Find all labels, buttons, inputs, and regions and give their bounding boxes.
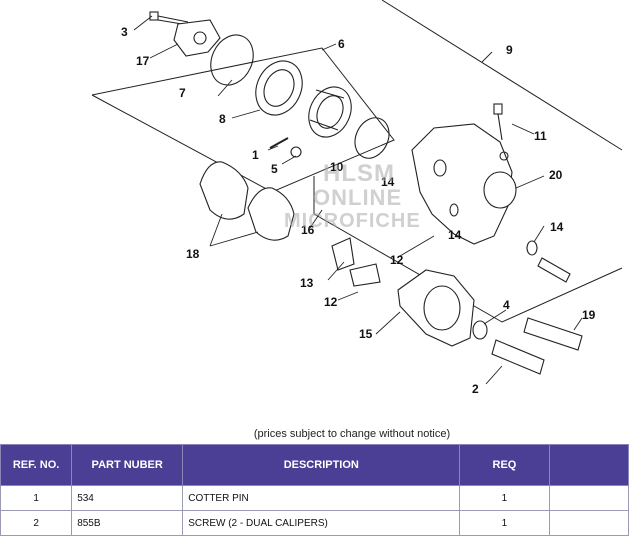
housing-bracket-top xyxy=(381,0,623,151)
piston-part xyxy=(308,86,352,138)
diagram-drawing xyxy=(91,0,623,385)
cell-ref: 1 xyxy=(0,485,73,511)
bushing-part xyxy=(349,263,381,287)
callout-2: 2 xyxy=(472,382,479,396)
callout-11: 11 xyxy=(534,129,547,143)
bolt-19-part xyxy=(523,317,583,351)
callout-12-lower: 12 xyxy=(324,295,338,309)
watermark-line-3: MICROFICHE xyxy=(284,210,421,232)
cotter-pin-part xyxy=(269,137,289,149)
brake-pad-part xyxy=(199,161,249,220)
callout-16: 16 xyxy=(301,223,315,237)
callout-8: 8 xyxy=(219,112,226,126)
header-part-number: PART NUBER xyxy=(71,444,184,486)
o-ring-part-2 xyxy=(449,203,459,217)
callout-14-upper: 14 xyxy=(381,175,395,189)
retaining-ring-part xyxy=(210,34,254,86)
callout-6: 6 xyxy=(338,37,345,51)
watermark-line-1: HLSM xyxy=(323,160,395,187)
callout-4: 4 xyxy=(503,298,510,312)
callout-14-middle: 14 xyxy=(448,228,462,242)
screw-2-part xyxy=(491,339,545,375)
callout-14-right: 14 xyxy=(550,220,564,234)
washer-part xyxy=(472,320,488,340)
callout-1: 1 xyxy=(252,148,259,162)
callout-3: 3 xyxy=(121,25,128,39)
table-header-row: REF. NO. PART NUBER DESCRIPTION REQ xyxy=(0,444,629,486)
callout-15: 15 xyxy=(359,327,373,341)
o-ring-part xyxy=(526,240,538,256)
header-extra xyxy=(548,444,629,486)
table-row[interactable]: 2 855B SCREW (2 - DUAL CALIPERS) 1 xyxy=(0,510,629,536)
bleeder-part xyxy=(493,103,503,141)
callout-17: 17 xyxy=(136,54,150,68)
boot-part xyxy=(255,60,303,116)
cell-description: SCREW (2 - DUAL CALIPERS) xyxy=(182,510,461,536)
watermark-line-2: ONLINE xyxy=(313,185,403,210)
callout-9: 9 xyxy=(506,43,513,57)
callout-19: 19 xyxy=(582,308,596,322)
callout-18: 18 xyxy=(186,247,200,261)
header-ref-no: REF. NO. xyxy=(0,444,73,486)
callout-20: 20 xyxy=(549,168,563,182)
cell-description: COTTER PIN xyxy=(182,485,461,511)
callout-12-upper: 12 xyxy=(390,253,404,267)
callout-13: 13 xyxy=(300,276,314,290)
cell-ref: 2 xyxy=(0,510,73,536)
parts-diagram: 3 17 7 8 6 9 1 5 11 10 14 20 14 14 16 18… xyxy=(82,0,629,407)
table-row[interactable]: 1 534 COTTER PIN 1 xyxy=(0,485,629,511)
cell-part: 855B xyxy=(71,510,184,536)
cell-req: 1 xyxy=(459,485,550,511)
caliper-bracket-part xyxy=(397,269,475,347)
callout-5: 5 xyxy=(271,162,278,176)
spring-part xyxy=(331,237,355,271)
pin-part xyxy=(290,146,302,158)
brake-pad-part-2 xyxy=(247,187,295,241)
header-req: REQ xyxy=(459,444,550,486)
parts-table: REF. NO. PART NUBER DESCRIPTION REQ 1 53… xyxy=(0,444,629,536)
cell-extra xyxy=(548,510,629,536)
cell-part: 534 xyxy=(71,485,184,511)
cell-req: 1 xyxy=(459,510,550,536)
price-notice: (prices subject to change without notice… xyxy=(253,428,451,440)
pin-bolt-part xyxy=(537,257,571,283)
cell-extra xyxy=(548,485,629,511)
seal-ring-part xyxy=(354,117,390,159)
callout-10: 10 xyxy=(330,160,344,174)
piston-group-bracket xyxy=(91,47,395,193)
header-description: DESCRIPTION xyxy=(182,444,461,486)
housing-bracket-bottom xyxy=(313,176,623,323)
callout-7: 7 xyxy=(179,86,186,100)
caliper-housing-part xyxy=(411,123,517,245)
